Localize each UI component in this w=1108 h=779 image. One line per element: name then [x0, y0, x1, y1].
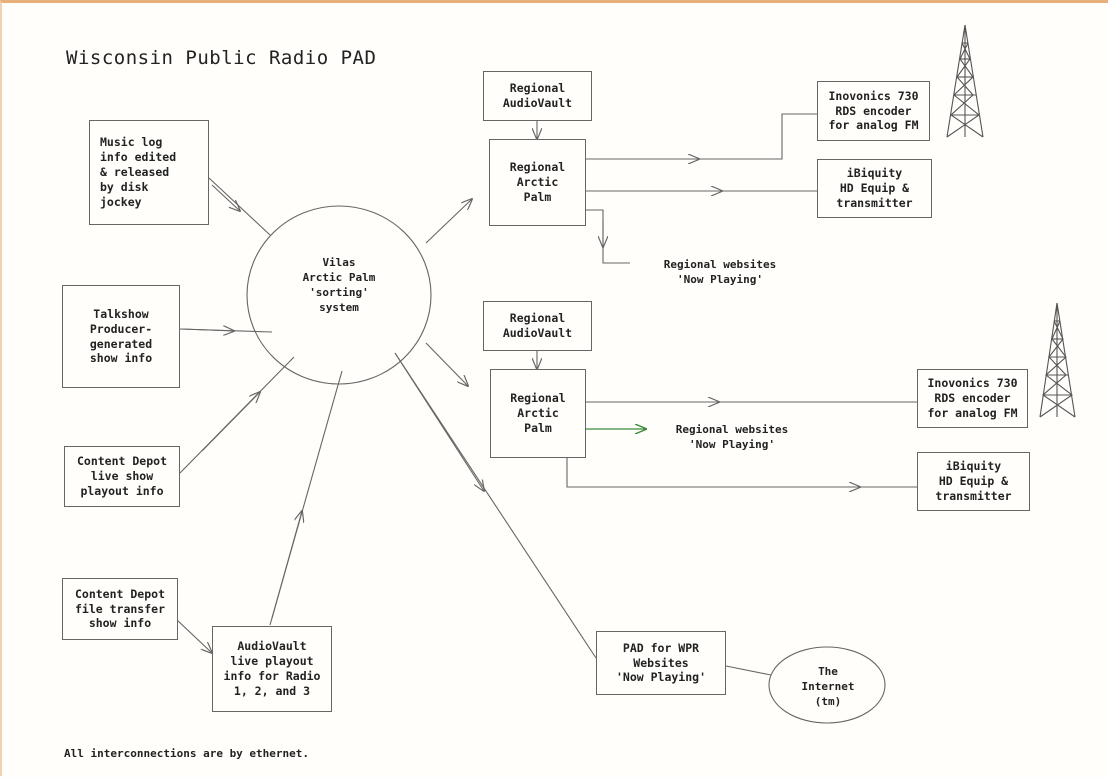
inovonics-1-box: Inovonics 730 RDS encoder for analog FM: [817, 81, 930, 141]
arrow-music-to-vilas: [211, 184, 240, 211]
vilas-circle: [246, 205, 432, 385]
arrow-audiovault-to-vilas: [271, 511, 302, 619]
radio-tower-icon: [946, 24, 984, 138]
footer-note: All interconnections are by ethernet.: [64, 747, 310, 760]
content-depot-live-box: Content Depot live show playout info: [64, 446, 180, 507]
audiovault-live-label: AudioVault live playout info for Radio 1…: [223, 639, 321, 698]
audiovault-live-box: AudioVault live playout info for Radio 1…: [212, 626, 332, 712]
content-depot-live-label: Content Depot live show playout info: [76, 454, 167, 498]
pad-wpr-label: PAD for WPR Websites 'Now Playing': [615, 640, 706, 685]
regional-arctic-palm-2-box: Regional Arctic Palm: [490, 369, 586, 458]
regional-websites-1-label: Regional websites 'Now Playing': [663, 258, 777, 286]
inovonics-2-box: Inovonics 730 RDS encoder for analog FM: [917, 369, 1028, 428]
regional-arctic-palm-2-label: Regional Arctic Palm: [510, 391, 566, 435]
page-title: Wisconsin Public Radio PAD: [66, 47, 377, 69]
arrow-vilas-to-palm1: [425, 199, 472, 244]
ibiquity-1-box: iBiquity HD Equip & transmitter: [817, 159, 932, 218]
content-depot-file-box: Content Depot file transfer show info: [62, 578, 178, 640]
music-log-label: Music log info edited & released by disk…: [100, 135, 177, 209]
wire-palm1-to-inovonics1: [586, 113, 817, 160]
content-depot-file-label: Content Depot file transfer show info: [74, 586, 165, 631]
arrow-talkshow-to-vilas: [181, 329, 234, 331]
radio-tower-icon: [1039, 302, 1076, 418]
inovonics-1-label: Inovonics 730 RDS encoder for analog FM: [828, 88, 919, 133]
regional-arctic-palm-1-label: Regional Arctic Palm: [509, 160, 566, 204]
music-log-box: Music log info edited & released by disk…: [89, 120, 209, 225]
wire-music-to-vilas: [208, 177, 271, 236]
ibiquity-1-label: iBiquity HD Equip & transmitter: [836, 166, 913, 210]
ibiquity-2-box: iBiquity HD Equip & transmitter: [917, 452, 1030, 511]
regional-audiovault-1-box: Regional AudioVault: [483, 71, 592, 121]
talkshow-box: Talkshow Producer- generated show info: [62, 285, 180, 388]
arrow-vilas-to-palm2: [425, 342, 468, 386]
internet-ellipse: [768, 646, 886, 724]
connection-lines: [176, 24, 1076, 724]
arrow-depot-file-to-audiovault: [176, 619, 212, 653]
arrow-depot-live-to-vilas: [201, 392, 260, 452]
regional-arctic-palm-1-box: Regional Arctic Palm: [489, 139, 586, 226]
wire-palm2-to-ibiquity2: [566, 458, 917, 488]
pad-wpr-box: PAD for WPR Websites 'Now Playing': [596, 631, 726, 695]
wire-pad-to-internet: [725, 665, 772, 676]
regional-audiovault-1-label: Regional AudioVault: [502, 81, 573, 110]
wire-palm1-to-websites1: [586, 209, 630, 264]
regional-websites-2-label: Regional websites 'Now Playing': [675, 423, 789, 451]
talkshow-label: Talkshow Producer- generated show info: [89, 306, 153, 366]
regional-audiovault-2-box: Regional AudioVault: [483, 301, 592, 351]
vilas-arctic-palm-label: Vilas Arctic Palm 'sorting' system: [302, 256, 376, 314]
inovonics-2-label: Inovonics 730 RDS encoder for analog FM: [927, 376, 1018, 420]
regional-audiovault-2-label: Regional AudioVault: [502, 311, 573, 340]
ibiquity-2-label: iBiquity HD Equip & transmitter: [935, 459, 1012, 503]
arrow-vilas-to-pad: [394, 352, 484, 491]
wire-vilas-to-pad: [394, 352, 597, 659]
internet-label: The Internet (tm): [801, 665, 855, 708]
